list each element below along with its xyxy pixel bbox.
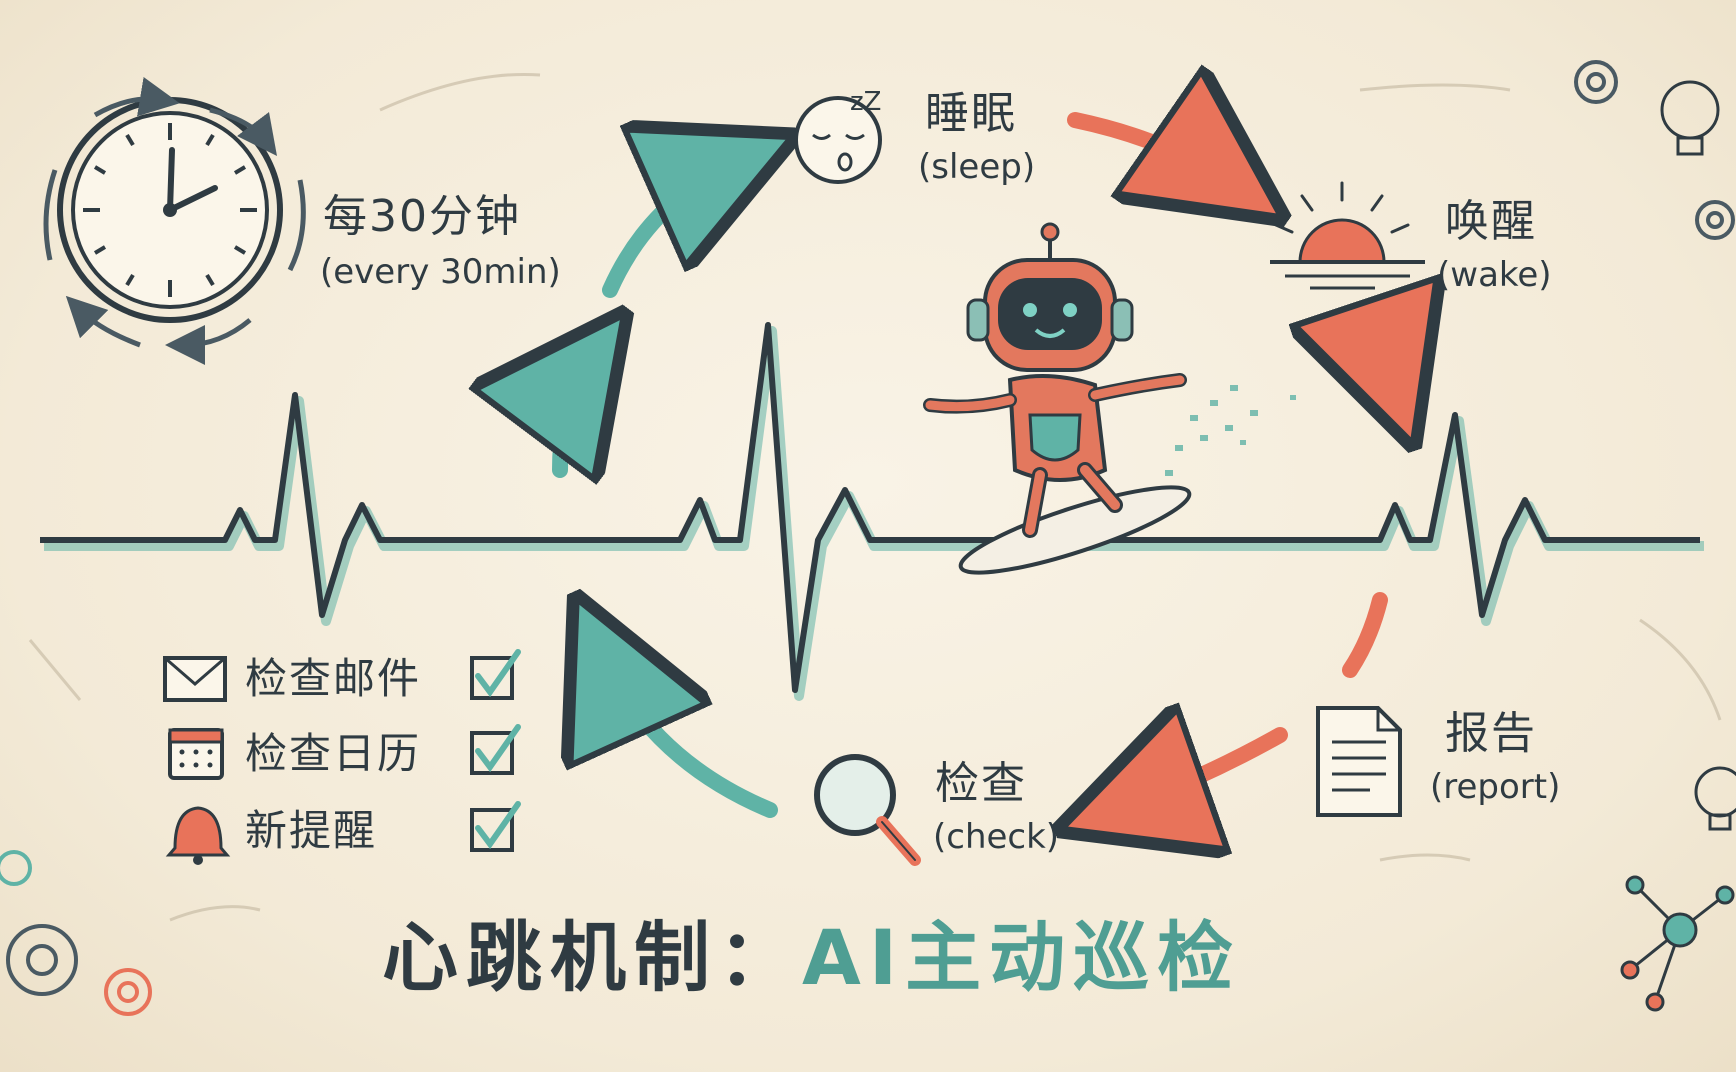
sleep-label: 睡眠 (925, 88, 1017, 139)
arrow-check-to-start (600, 650, 778, 818)
report-label: 报告 (1445, 708, 1537, 759)
bell-icon (165, 806, 231, 865)
title-main-text: 心跳机制： (382, 913, 802, 1002)
page-title: 心跳机制：AI主动巡检 (382, 920, 1241, 996)
robot-mascot (923, 222, 1296, 575)
document-icon (1316, 706, 1402, 817)
arrow-to-sleep (602, 160, 740, 298)
wake-label: 唤醒 (1445, 196, 1537, 247)
zz-text: zZ (850, 87, 881, 117)
interval-label: 每30分钟 (323, 191, 521, 242)
checkbox-calendar (470, 724, 521, 775)
clock-icon (43, 76, 306, 365)
lightbulb-icon (1660, 80, 1736, 831)
check-label-en: (check) (933, 817, 1060, 857)
interval-label-en: (every 30min) (320, 252, 561, 292)
arrow-to-interval (560, 360, 590, 470)
arrow-wake-to-report (1365, 320, 1395, 390)
checkbox-email (470, 649, 521, 700)
sketch-strokes (28, 72, 1722, 922)
check-label: 检查 (935, 758, 1027, 809)
calendar-icon (168, 728, 224, 780)
task-new-reminder: 新提醒 (245, 806, 378, 855)
magnifier-icon (814, 754, 921, 866)
envelope-icon (163, 656, 227, 702)
heartbeat-line (44, 326, 1704, 701)
gear-icon (0, 60, 1735, 1016)
report-label-en: (report) (1430, 767, 1561, 807)
arrow-report-to-check (1115, 735, 1288, 810)
task-check-email: 检查邮件 (245, 654, 422, 703)
wake-label-en: (wake) (1437, 255, 1552, 295)
arrow-sleep-to-wake (1067, 120, 1235, 185)
sunrise-icon (1270, 181, 1425, 290)
network-icon (1620, 875, 1735, 1012)
sleeping-face-icon (794, 96, 882, 184)
sleep-label-en: (sleep) (918, 147, 1036, 187)
checkbox-reminder (470, 801, 521, 852)
heartbeat-line-ink (40, 322, 1700, 693)
arrow-dashed-down (1342, 592, 1388, 678)
task-check-calendar: 检查日历 (245, 729, 422, 778)
title-accent-text: AI主动巡检 (802, 913, 1242, 1002)
